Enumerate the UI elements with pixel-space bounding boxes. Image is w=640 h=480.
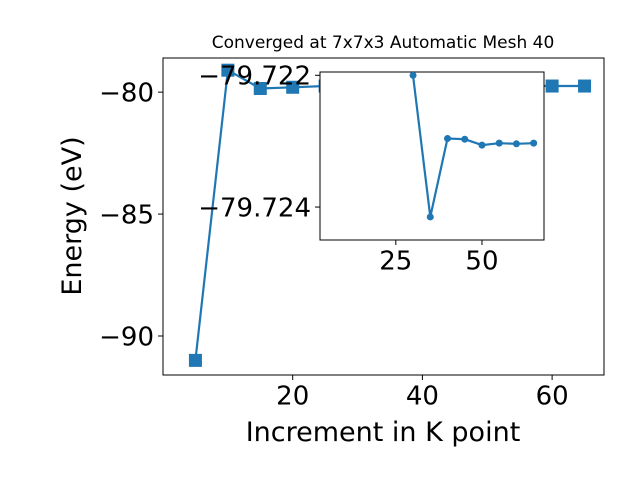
data-point <box>495 139 503 147</box>
x-tick-label: 40 <box>406 382 439 412</box>
y-axis-label: Energy (eV) <box>57 136 88 295</box>
data-point <box>578 79 592 93</box>
data-point <box>444 135 452 143</box>
chart-title: Converged at 7x7x3 Automatic Mesh 40 <box>212 33 555 53</box>
y-tick-label: −79.724 <box>198 193 311 223</box>
data-point <box>426 213 434 221</box>
y-tick-label: −85 <box>99 200 154 230</box>
main-plot-frame <box>162 57 605 376</box>
data-point <box>461 135 469 143</box>
inset-x-ticks: 25 50 <box>379 240 499 277</box>
data-point <box>253 81 267 95</box>
data-point <box>512 140 520 148</box>
inset-y-ticks: −79.724 −79.722 <box>198 62 320 223</box>
y-tick-label: −80 <box>99 78 154 108</box>
x-axis-label: Increment in K point <box>246 417 521 448</box>
x-tick-label: 25 <box>379 247 412 277</box>
inset-series-layer <box>409 72 538 221</box>
data-point <box>478 141 486 149</box>
main-y-ticks: −80 −85 −90 <box>99 78 163 352</box>
main-x-ticks: 20 40 60 <box>276 375 569 412</box>
data-point <box>286 80 300 94</box>
data-point <box>221 63 235 77</box>
data-point <box>188 353 202 367</box>
x-tick-label: 50 <box>465 247 498 277</box>
x-tick-label: 60 <box>536 382 569 412</box>
y-tick-label: −79.722 <box>198 62 311 92</box>
data-point <box>530 139 538 147</box>
data-point <box>409 72 417 79</box>
data-point <box>545 79 559 93</box>
y-tick-label: −90 <box>99 322 154 352</box>
inset-axes: 25 50 −79.724 −79.722 <box>198 62 545 277</box>
x-tick-label: 20 <box>276 382 309 412</box>
